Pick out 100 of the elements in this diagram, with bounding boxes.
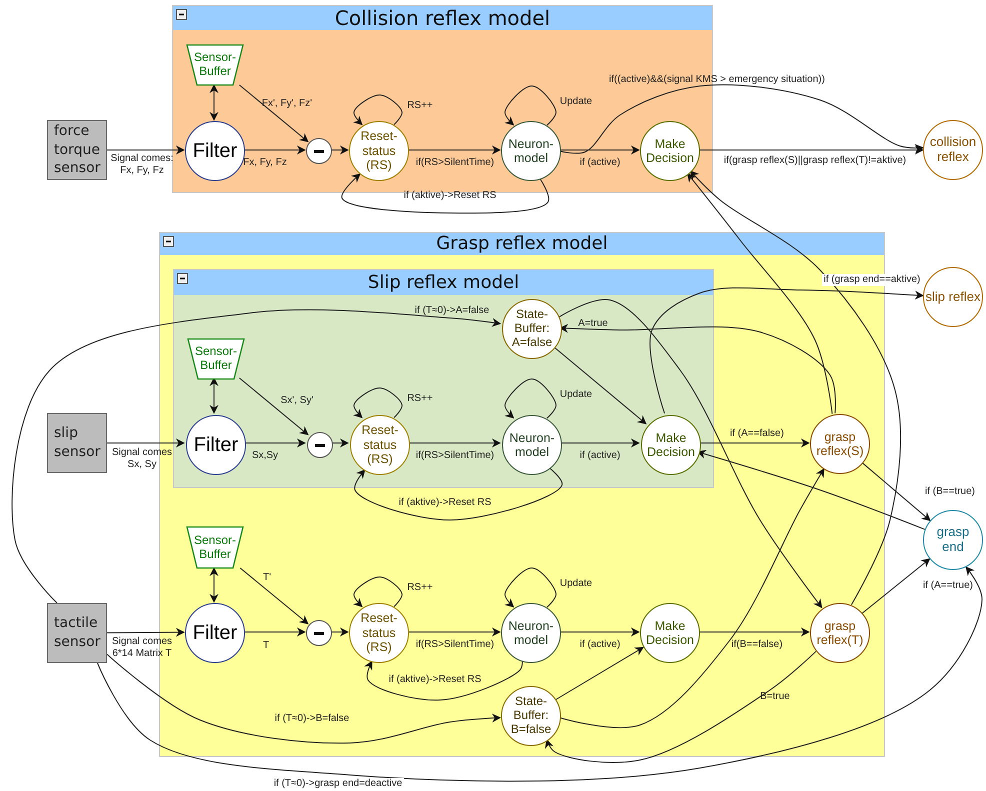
grasp-reflex-circle: grasp reflex(S) xyxy=(810,414,870,474)
arrow xyxy=(698,628,810,636)
edge-label: Fx', Fy', Fz' xyxy=(262,98,312,110)
arrow xyxy=(408,146,501,154)
arrow xyxy=(559,84,924,154)
group-panel xyxy=(173,269,714,488)
edge-label: Update xyxy=(560,578,592,590)
arrow xyxy=(552,346,647,424)
decision-circle: Make Decision xyxy=(640,121,700,181)
panel-title: Slip reflex model xyxy=(174,270,713,295)
buffer-trapezoid: Sensor-Buffer xyxy=(186,44,244,86)
edge-label: if (T≈0)->A=false xyxy=(414,305,490,317)
grasp-reflex-circle: grasp reflex(T) xyxy=(810,603,870,663)
edge-label: if (active) xyxy=(580,450,620,462)
edge-label: if(RS>SilentTime) xyxy=(416,157,494,169)
edge-label: if (aktive)->Reset RS xyxy=(396,497,494,509)
subtract-circle xyxy=(306,620,332,646)
arrow xyxy=(559,468,824,728)
arrow xyxy=(106,438,185,448)
arrow xyxy=(244,146,306,154)
grasp-end-circle: grasp end xyxy=(923,510,983,570)
sensor-box: slip sensor xyxy=(47,413,107,473)
arrow xyxy=(560,628,640,636)
arrow xyxy=(238,84,309,142)
neuron-circle: Neuron-model xyxy=(501,121,561,181)
reset-circle: Reset-status (RS) xyxy=(349,121,409,181)
edge-label: Sx', Sy' xyxy=(280,395,314,407)
arrow xyxy=(559,324,836,414)
arrow xyxy=(353,576,402,608)
panel-title: Collision reflex model xyxy=(173,6,712,30)
arrow xyxy=(504,86,556,126)
reset-circle: Reset-status (RS) xyxy=(349,603,409,663)
edge-label: if(RS>SilentTime) xyxy=(416,639,494,651)
arrow xyxy=(560,438,640,448)
arrow xyxy=(560,146,640,154)
arrow xyxy=(698,146,924,154)
edge-label: if (T≈0)->grasp end=deactive xyxy=(272,778,404,790)
reflex-circle: collision reflex xyxy=(923,120,983,180)
arrow xyxy=(558,299,822,608)
arrow xyxy=(244,628,306,636)
reflex-circle: slip reflex xyxy=(923,267,983,327)
arrow xyxy=(545,650,817,763)
state-buffer-circle: State-Buffer: B=false xyxy=(501,686,561,746)
edge-label: if (aktive)->Reset RS xyxy=(404,190,496,202)
arrow xyxy=(12,309,502,604)
buffer-trapezoid: Sensor-Buffer xyxy=(187,338,245,380)
filter-circle: Filter xyxy=(185,603,245,663)
arrow xyxy=(364,660,523,701)
edge-label: RS++ xyxy=(407,582,433,594)
edge-label: Signal comes: Fx, Fy, Fz xyxy=(110,153,174,177)
arrow xyxy=(650,287,924,414)
arrow xyxy=(353,388,402,418)
subtract-circle xyxy=(306,138,332,164)
edge-label: if (active) xyxy=(580,639,620,651)
edge-label: Signal comes Sx, Sy xyxy=(110,447,174,471)
edge-label: if (aktive)->Reset RS xyxy=(388,674,482,686)
edge-label: Signal comes 6*14 Matrix T xyxy=(110,636,174,660)
reset-circle: Reset-status (RS) xyxy=(350,415,410,475)
state-buffer-circle: State-Buffer: A=false xyxy=(502,299,562,359)
arrow xyxy=(555,646,644,700)
arrow xyxy=(330,146,349,154)
filter-circle: Filter xyxy=(186,415,246,475)
arrow xyxy=(238,378,309,436)
edge-label: if (A==true) xyxy=(922,580,974,592)
arrow xyxy=(106,146,185,154)
decision-circle: Make Decision xyxy=(641,415,701,475)
edge-label: Sx,Sy xyxy=(252,450,278,462)
arrow xyxy=(698,438,810,448)
arrow xyxy=(106,628,185,637)
edge-label: if (A==false) xyxy=(730,428,784,440)
arrow xyxy=(96,566,982,782)
arrow xyxy=(210,567,218,603)
edge-label: if (T≈0)->B=false xyxy=(274,713,350,725)
edge-label: if (active) xyxy=(580,157,620,169)
arrow xyxy=(106,654,502,744)
edge-label: RS++ xyxy=(407,393,433,405)
arrow xyxy=(210,377,218,414)
edge-label: Fx, Fy, Fz xyxy=(243,157,287,169)
buffer-trapezoid: Sensor-Buffer xyxy=(186,526,244,569)
arrow xyxy=(504,378,556,419)
arrow xyxy=(330,438,349,448)
arrow xyxy=(408,628,501,636)
neuron-circle: Neuron-model xyxy=(502,415,562,475)
arrow xyxy=(690,170,902,606)
arrow xyxy=(354,466,563,520)
edge-label: Update xyxy=(560,96,592,108)
edge-label: if(grasp reflex(S)||grasp reflex(T)!=aktive) xyxy=(724,155,906,167)
arrow xyxy=(408,438,501,448)
arrow xyxy=(210,84,218,121)
arrow xyxy=(244,438,306,448)
sensor-box: force torque sensor xyxy=(47,120,107,180)
subtract-circle xyxy=(307,432,333,458)
arrow xyxy=(687,172,833,414)
arrow xyxy=(330,628,349,636)
edge-label: T' xyxy=(262,572,272,584)
sensor-box: tactile sensor xyxy=(47,603,107,663)
edge-label: A=true xyxy=(578,318,608,330)
filter-circle: Filter xyxy=(185,121,245,181)
decision-circle: Make Decision xyxy=(640,603,700,663)
edge-label: if(RS>SilentTime) xyxy=(416,450,494,462)
